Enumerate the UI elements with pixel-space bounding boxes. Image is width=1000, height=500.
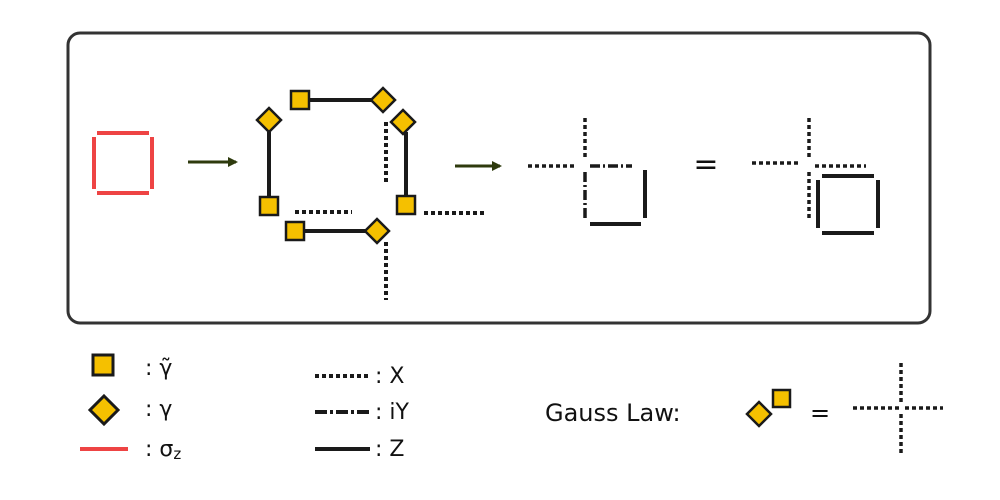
gamma-icon [369,86,397,114]
legend-x-label: : X [375,364,404,389]
legend-sigma-z-label: : σz [145,437,181,463]
x-string [295,122,484,300]
legend-sigma-z-sub: z [173,445,181,463]
legend-gamma-tilde-label: : γ̃ [145,356,172,381]
gamma-icons [255,86,417,245]
gamma-tilde-icon [258,195,280,217]
gamma-tilde-icon [284,220,306,242]
gamma-icon [745,400,773,428]
gamma-string-diagram [255,86,484,300]
gamma-icon [389,108,417,136]
gamma-icon [87,393,121,427]
gamma-tilde-icons [258,89,417,242]
gauss-equals-sign: = [810,399,830,427]
gamma-icon [255,106,283,134]
legend: : γ̃ : γ : σz : X : iY : Z [80,353,410,463]
gamma-tilde-icon [91,353,115,377]
main-frame [66,31,932,325]
gauss-law: Gauss Law: = [545,363,943,455]
result-diagram-right [752,118,880,235]
gamma-tilde-icon [395,194,417,216]
sigma-z-plaquette [92,131,154,195]
gamma-tilde-icon [771,388,792,409]
legend-iy-label: : iY [375,400,410,425]
gamma-icon [363,217,391,245]
legend-sigma-z-prefix: : σ [145,437,173,462]
gauss-vertex-icon [853,363,943,455]
legend-gamma-label: : γ [145,397,172,422]
gauss-law-label: Gauss Law: [545,399,681,427]
gamma-tilde-icon [289,89,311,111]
legend-z-label: : Z [375,437,404,462]
equals-sign: = [693,147,718,182]
result-diagram-left [528,118,647,226]
z-string [267,98,408,233]
